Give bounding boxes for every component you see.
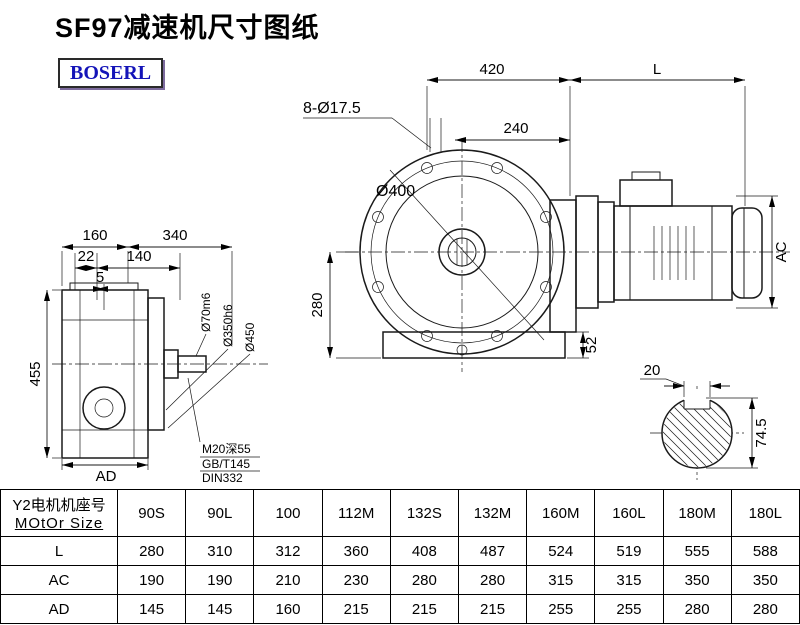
table-cell: 408: [389, 536, 459, 566]
table-cell: 255: [594, 594, 664, 624]
dim-52-label: 52: [583, 337, 600, 354]
table-cell: 280: [389, 565, 459, 595]
dim-5-label: 5: [96, 269, 104, 286]
table-cell: 555: [662, 536, 732, 566]
table-cell: 312: [253, 536, 323, 566]
table-cell: 190: [116, 565, 187, 595]
dim-340-label: 340: [162, 227, 187, 244]
table-cell: 360: [321, 536, 391, 566]
table-cell: 524: [526, 536, 596, 566]
dim-240-label: 240: [503, 120, 528, 137]
dim-AD-label: AD: [96, 468, 117, 485]
dim-d70-label: Ø70m6: [199, 292, 213, 332]
table-col-header: 90S: [116, 489, 187, 537]
dim-22-label: 22: [78, 248, 95, 265]
table-corner-line2: MOtOr Size: [14, 515, 104, 532]
dim-455-label: 455: [27, 361, 44, 386]
table-col-header: 160L: [594, 489, 664, 537]
table-corner-line1: Y2电机机座号: [12, 497, 106, 514]
motor-view: AC: [575, 171, 790, 309]
table-cell: 487: [457, 536, 528, 566]
dim-74-5-label: 74.5: [753, 418, 770, 447]
front-view: Ø400 420 L 8-Ø17.5 240 280: [303, 61, 790, 372]
table-cell: 519: [594, 536, 664, 566]
side-view: 160 340 22 140 5 455: [27, 227, 268, 485]
table-cell: 215: [321, 594, 391, 624]
row-label: AC: [0, 565, 118, 595]
table-cell: 280: [662, 594, 732, 624]
table-cell: 215: [389, 594, 459, 624]
table-cell: 255: [526, 594, 596, 624]
table-cell: 315: [526, 565, 596, 595]
note-gb-label: GB/T145: [202, 457, 250, 471]
table-cell: 280: [457, 565, 528, 595]
dim-160-label: 160: [82, 227, 107, 244]
table-cell: 145: [116, 594, 187, 624]
table-corner-cell: Y2电机机座号 MOtOr Size: [0, 489, 118, 537]
dim-d400-label: Ø400: [376, 183, 415, 200]
row-label: AD: [0, 594, 118, 624]
shaft-section-view: 20 74.5: [640, 362, 770, 480]
table-col-header: 132S: [389, 489, 459, 537]
table-col-header: 90L: [185, 489, 255, 537]
dim-L-label: L: [653, 61, 661, 78]
table-col-header: 180L: [730, 489, 800, 537]
dimension-drawing: Ø400 420 L 8-Ø17.5 240 280: [27, 61, 790, 485]
table-row-L: L 280 310 312 360 408 487 524 519 555 58…: [0, 536, 800, 566]
table-cell: 350: [730, 565, 800, 595]
dim-d350-label: Ø350h6: [221, 304, 235, 347]
table-cell: 145: [185, 594, 255, 624]
motor-size-table: Y2电机机座号 MOtOr Size 90S 90L 100 112M 132S…: [0, 489, 800, 624]
table-col-header: 180M: [662, 489, 732, 537]
table-cell: 160: [253, 594, 323, 624]
table-header-row: Y2电机机座号 MOtOr Size 90S 90L 100 112M 132S…: [0, 489, 800, 537]
table-cell: 280: [730, 594, 800, 624]
table-cell: 310: [185, 536, 255, 566]
dim-420-label: 420: [479, 61, 504, 78]
brand-logo: BOSERL: [58, 58, 164, 88]
note-m20-label: M20深55: [202, 442, 251, 456]
table-row-AC: AC 190 190 210 230 280 280 315 315 350 3…: [0, 565, 800, 595]
dim-20-label: 20: [644, 362, 661, 379]
dim-AC-label: AC: [773, 241, 790, 262]
table-cell: 230: [321, 565, 391, 595]
row-label: L: [0, 536, 118, 566]
table-col-header: 132M: [457, 489, 528, 537]
dim-8-holes-label: 8-Ø17.5: [303, 100, 361, 117]
table-cell: 315: [594, 565, 664, 595]
dim-280-label: 280: [309, 292, 326, 317]
page-title: SF97减速机尺寸图纸: [55, 13, 320, 43]
dim-140-label: 140: [126, 248, 151, 265]
table-cell: 215: [457, 594, 528, 624]
table-cell: 350: [662, 565, 732, 595]
table-cell: 210: [253, 565, 323, 595]
table-col-header: 100: [253, 489, 323, 537]
table-cell: 280: [116, 536, 187, 566]
table-col-header: 160M: [526, 489, 596, 537]
note-din-label: DIN332: [202, 471, 243, 485]
table-row-AD: AD 145 145 160 215 215 215 255 255 280 2…: [0, 594, 800, 624]
dim-d450-label: Ø450: [243, 322, 257, 352]
table-cell: 588: [730, 536, 800, 566]
table-cell: 190: [185, 565, 255, 595]
table-col-header: 112M: [321, 489, 391, 537]
